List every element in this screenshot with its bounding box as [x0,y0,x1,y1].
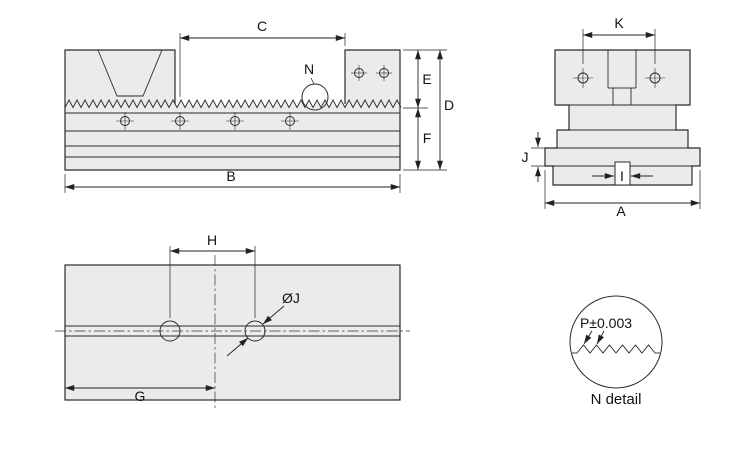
dimension-k: K [582,15,656,64]
dim-label-b: B [226,168,235,184]
dim-label-k: K [614,15,624,31]
fixed-jaw-fill [65,50,175,108]
pitch-label: P±0.003 [580,315,632,331]
dimension-d: D [437,50,454,170]
callout-leader [310,77,315,85]
dim-label-g: G [135,388,146,404]
plan-view: H ØJ G [55,232,410,410]
plan-body-fill [65,265,400,400]
dimension-i: I [592,168,653,184]
plan-body-outline [64,264,401,401]
jaw-hole-crosshair [573,68,593,88]
side-view-outline [64,49,401,171]
rack-teeth [64,99,402,109]
side-view: N C E F D B [64,18,454,193]
dim-label-e: E [422,71,431,87]
guide-tab [612,87,632,106]
bolt-hole [244,320,266,342]
bolt-hole [159,320,181,342]
mid-fill [557,130,688,148]
dim-label-n: N [304,61,314,77]
jaw-plate-fill [555,50,690,105]
dim-label-d: D [444,97,454,113]
keyway [614,161,631,186]
rail-hole-crosshair [226,112,244,130]
leader-line [262,305,285,325]
detail-view: P±0.003 N detail [569,295,663,408]
dim-label-c: C [257,18,267,34]
vise-body-fill [65,107,400,170]
dim-label-i: I [620,168,624,184]
flange-fill [545,148,700,166]
detail-callout-circle [301,83,329,111]
dim-label-hole-diameter: ØJ [282,290,300,306]
pitch-leader [596,330,605,345]
dim-label-f: F [423,130,432,146]
dimension-a: A [544,170,701,219]
dim-label-a: A [616,203,626,219]
dimension-c: C [179,18,346,97]
dimension-j: J [522,132,548,182]
jaw-hole-crosshair [376,65,392,81]
dim-label-j: J [522,149,529,165]
rail-hole-crosshair [116,112,134,130]
jaw-hole-crosshair [645,68,665,88]
movable-jaw-fill [345,50,400,108]
rail-hole-crosshair [171,112,189,130]
end-view: K J I A [522,15,701,219]
detail-circle [569,295,663,389]
jaw-hole-crosshair [351,65,367,81]
detail-caption: N detail [591,391,642,408]
dimension-g: G [65,385,215,404]
rail-hole-crosshair [281,112,299,130]
end-view-outline [544,49,701,186]
dimension-h: H [169,232,256,318]
pitch-leader [583,330,593,345]
leader-line [226,337,249,357]
jaw-groove [97,49,163,97]
neck-fill [569,105,676,130]
serration-profile [576,344,656,354]
dim-label-h: H [207,232,217,248]
dimension-b: B [64,168,401,193]
dimension-hole-diameter: ØJ [226,290,300,357]
